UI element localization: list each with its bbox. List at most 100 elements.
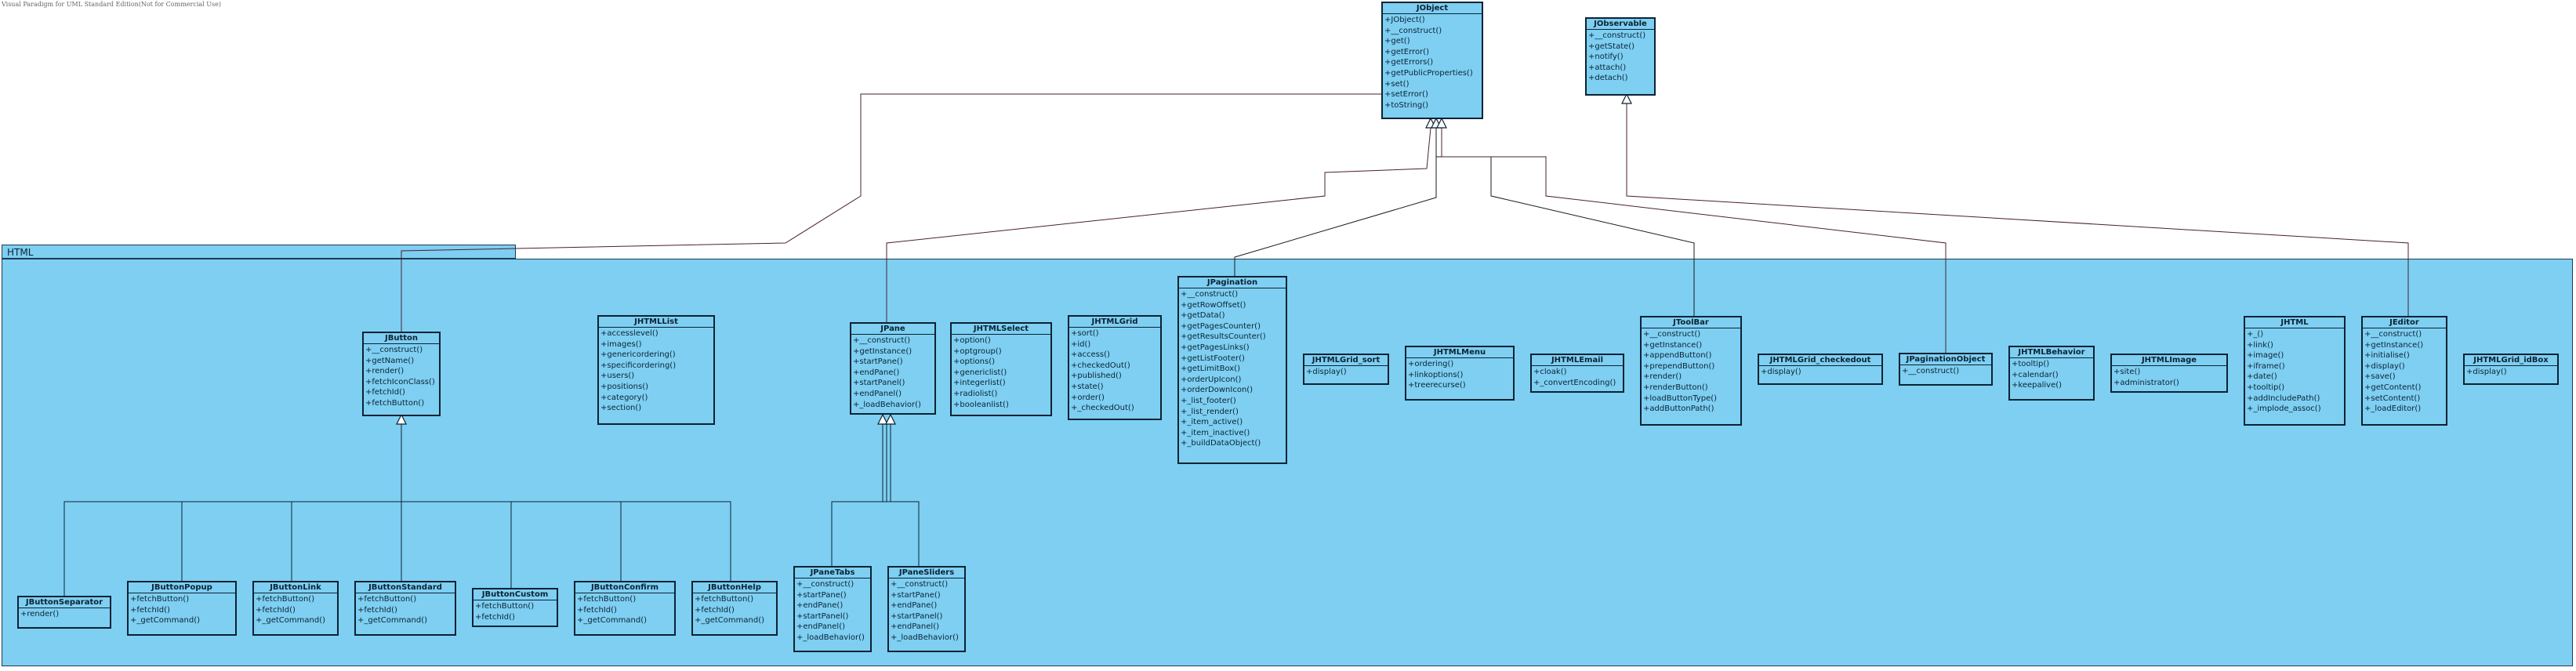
operation: +section() [600,404,642,413]
operation: +option() [953,336,991,345]
class-name: JPagination [1179,277,1286,288]
class-jhtmlselect[interactable]: JHTMLSelect +option() +optgroup() +optio… [950,322,1052,416]
operation: +id() [1071,339,1091,349]
operation: +_getCommand() [577,616,647,626]
class-jobject[interactable]: JObject +JObject() +__construct() +get()… [1381,2,1483,119]
operation: +startPane() [853,357,903,367]
operation: +checkedOut() [1071,361,1130,370]
arrowhead-jobject-1 [1425,117,1436,129]
class-jhtml[interactable]: JHTML +_() +link() +image() +iframe() +d… [2244,316,2346,426]
class-jbuttonlink[interactable]: JButtonLink +fetchButton() +fetchId() +_… [252,581,339,636]
operation: +fetchButton() [357,595,417,604]
class-name: JHTMLImage [2112,355,2226,366]
operation: +display() [2364,361,2405,371]
class-operations: +fetchButton() +fetchId() +_getCommand() [129,593,235,627]
operation: +fetchIconClass() [365,377,435,386]
class-jobservable[interactable]: JObservable +__construct() +getState() +… [1585,17,1656,96]
operation: +_convertEncoding() [1533,378,1616,387]
operation: +getContent() [2364,383,2422,392]
class-name: JButton [364,333,439,344]
class-name: JHTMLBehavior [2010,347,2093,358]
class-jhtmlimage[interactable]: JHTMLImage +site() +administrator() [2110,354,2228,393]
class-jpaginationobject[interactable]: JPaginationObject +__construct() [1899,353,1993,386]
class-jeditor[interactable]: JEditor +__construct() +getInstance() +i… [2361,316,2447,426]
class-operations: +fetchButton() +fetchId() +_getCommand() [356,593,455,627]
operation: +order() [1071,393,1105,402]
class-name: JHTMLEmail [1532,355,1623,366]
class-jbuttoncustom[interactable]: JButtonCustom +fetchButton() +fetchId() [472,588,558,627]
package-name: HTML [7,247,34,258]
class-jhtmllist[interactable]: JHTMLList +accesslevel() +images() +gene… [597,315,715,425]
operation: +_getCommand() [357,616,427,626]
operation: +__construct() [1588,31,1646,40]
operation: +integerlist() [953,379,1006,388]
operation: +fetchButton() [577,595,637,604]
package-tab[interactable]: HTML [2,245,516,259]
class-jhtmlgrid-idbox[interactable]: JHTMLGrid_idBox +display() [2463,354,2559,385]
operation: +booleanlist() [953,400,1009,409]
operation: +fetchButton() [130,595,190,604]
operation: +category() [600,393,648,402]
operation: +render() [365,367,405,376]
class-jbuttonconfirm[interactable]: JButtonConfirm +fetchButton() +fetchId()… [574,581,676,636]
class-jbuttonhelp[interactable]: JButtonHelp +fetchButton() +fetchId() +_… [691,581,778,636]
class-jbuttonseparator[interactable]: JButtonSeparator +render() [17,596,111,629]
operation: +_loadBehavior() [853,400,921,409]
class-jpane[interactable]: JPane +__construct() +getInstance() +sta… [850,322,936,415]
class-jpanesliders[interactable]: JPaneSliders +__construct() +startPane()… [887,566,966,652]
operation: +display() [1761,368,1801,376]
operation: +positions() [600,382,649,391]
operation: +startPane() [891,590,941,600]
class-jhtmlemail[interactable]: JHTMLEmail +cloak() +_convertEncoding() [1530,354,1624,393]
operation: +toString() [1384,100,1429,110]
class-jbuttonpopup[interactable]: JButtonPopup +fetchButton() +fetchId() +… [127,581,237,636]
class-operations: +__construct() +startPane() +endPane() +… [795,579,870,644]
operation: +site() [2113,368,2141,376]
operation: +fetchId() [256,605,296,615]
operation: +__construct() [1181,290,1239,299]
operation: +fetchButton() [256,595,315,604]
class-jpanetabs[interactable]: JPaneTabs +__construct() +startPane() +e… [793,566,872,652]
operation: +_list_footer() [1181,396,1236,405]
operation: +ordering() [1408,360,1454,368]
class-jhtmlbehavior[interactable]: JHTMLBehavior +tooltip() +calendar() +ke… [2008,346,2095,401]
operation: +radiolist() [953,389,998,398]
operation: +getInstance() [1643,340,1703,350]
operation: +render() [1643,372,1682,382]
class-jhtmlmenu[interactable]: JHTMLMenu +ordering() +linkoptions() +tr… [1405,346,1515,401]
class-jbutton[interactable]: JButton +__construct() +getName() +rende… [362,332,441,416]
class-operations: +__construct() +getName() +render() +fet… [364,344,439,410]
operation: +__construct() [891,580,949,589]
watermark-text: Visual Paradigm for UML Standard Edition… [2,1,221,8]
class-operations: +__construct() +getInstance() +appendBut… [1642,328,1740,415]
operation: +setError() [1384,90,1428,100]
class-name: JPaneSliders [889,568,964,579]
class-operations: +tooltip() +calendar() +keepalive() [2010,358,2093,392]
operation: +_getCommand() [256,616,325,626]
operation: +_loadBehavior() [796,633,865,642]
class-operations: +__construct() +getRowOffset() +getData(… [1179,288,1286,450]
operation: +fetchId() [130,605,170,615]
operation: +_loadEditor() [2364,404,2422,414]
operation: +administrator() [2113,378,2179,387]
operation: +getErrors() [1384,58,1434,67]
class-operations: +fetchButton() +fetchId() +_getCommand() [693,593,776,627]
operation: +endPanel() [853,389,902,398]
class-jtoolbar[interactable]: JToolBar +__construct() +getInstance() +… [1640,316,1742,426]
class-operations: +_() +link() +image() +iframe() +date() … [2245,328,2344,415]
operation: +__construct() [796,580,854,589]
class-operations: +fetchButton() +fetchId() +_getCommand() [575,593,674,627]
operation: +tooltip() [2247,383,2285,392]
operation: +startPane() [796,590,847,600]
class-jhtmlgrid[interactable]: JHTMLGrid +sort() +id() +access() +check… [1068,315,1162,420]
operation: +setContent() [2364,394,2421,403]
class-operations: +sort() +id() +access() +checkedOut() +p… [1069,328,1160,415]
operation: +date() [2247,372,2277,382]
operation: +orderUpIcon() [1181,375,1242,384]
class-jbuttonstandard[interactable]: JButtonStandard +fetchButton() +fetchId(… [354,581,456,636]
operation: +_list_render() [1181,407,1239,416]
class-jhtmlgrid-checkedout[interactable]: JHTMLGrid_checkedout +display() [1758,354,1883,385]
class-jhtmlgrid-sort[interactable]: JHTMLGrid_sort +display() [1303,354,1389,385]
class-jpagination[interactable]: JPagination +__construct() +getRowOffset… [1177,276,1287,464]
operation: +__construct() [853,336,911,345]
